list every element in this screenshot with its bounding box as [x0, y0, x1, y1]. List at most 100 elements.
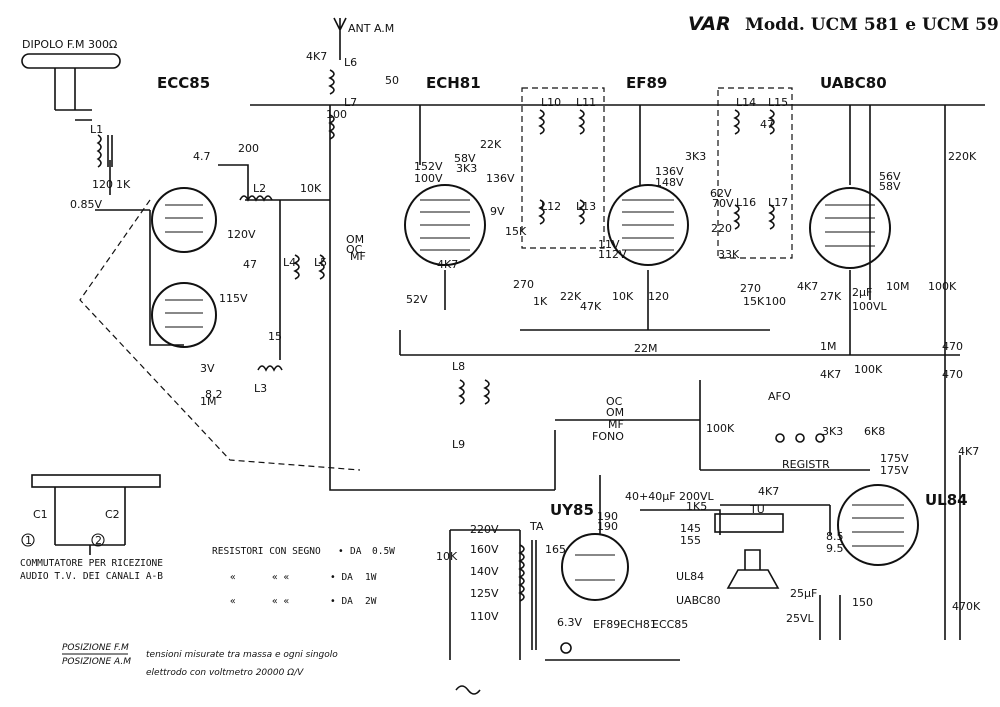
footer-pos-am: POSIZIONE A.M [62, 657, 131, 667]
component-label-70: 145 [680, 522, 701, 535]
legend-row-2-d: 1W [365, 572, 377, 583]
coil-label-2: L3 [254, 382, 267, 395]
component-label-80: 190 [597, 510, 618, 523]
switch-label-2: MF [608, 418, 624, 431]
tube-ecc85: ECC85 [151, 74, 217, 348]
legend-row-1-c: DA [350, 546, 362, 557]
component-label-61: 22M [634, 342, 658, 355]
brand-logo: VAR [688, 13, 731, 35]
pilot-lamp-icon [560, 642, 572, 654]
component-label-34: 148V [655, 176, 684, 189]
tube-ech81: ECH81 [404, 74, 486, 266]
tube-label-uabc80: UABC80 [820, 74, 887, 92]
model-title: Modd. UCM 581 e UCM 591 [745, 15, 1000, 35]
filament-label-0: UL84 [676, 570, 704, 583]
component-label-48: 56V [879, 170, 901, 183]
tube-label-ecc85: ECC85 [157, 74, 210, 92]
tube-ul84: UL84 [837, 484, 968, 566]
component-label-24: 15K [505, 225, 527, 238]
component-label-49: 58V [879, 180, 901, 193]
fono-jack-2[interactable] [795, 433, 805, 443]
component-label-67: 175V [880, 464, 909, 477]
fono-jack-1[interactable] [775, 433, 785, 443]
component-label-78: 4K7 [958, 445, 979, 458]
tube-label-ul84: UL84 [925, 491, 968, 509]
component-label-58: 1M [820, 340, 837, 353]
switch-label-4: O [782, 390, 791, 403]
component-label-18: 3K3 [456, 162, 477, 175]
component-label-66: 175V [880, 452, 909, 465]
component-label-13: 3V [200, 362, 215, 375]
commutatore-caption-1: COMMUTATORE PER RICEZIONE [20, 558, 163, 569]
footer-pos-fm: POSIZIONE F.M [62, 643, 129, 653]
component-label-11: 115V [219, 292, 248, 305]
component-label-32: OC [346, 243, 363, 256]
component-label-45: 15K [743, 295, 765, 308]
component-label-42: 220 [711, 222, 732, 235]
component-label-62: 470 [942, 368, 963, 381]
component-label-25: 1K [533, 295, 548, 308]
component-label-22: 100V [414, 172, 443, 185]
coil-label-5: L6 [344, 56, 357, 69]
cap-label-c1: C1 [33, 508, 48, 521]
coil-label-0: L1 [90, 123, 103, 136]
fm-tuner-boundary [79, 199, 361, 471]
coil-label-1: L2 [253, 182, 266, 195]
component-label-31: OM [346, 233, 364, 246]
coil-label-15: L16 [736, 196, 756, 209]
wiring [95, 104, 985, 661]
component-label-53: 27K [820, 290, 842, 303]
component-label-36: 70V [712, 197, 734, 210]
legend-row-2-a: « [230, 572, 236, 583]
if-can-2 [717, 87, 793, 259]
component-label-38: 112V [598, 248, 627, 261]
component-label-59: 100K [854, 363, 883, 376]
coil-label-6: L7 [344, 96, 357, 109]
component-label-77: 470K [952, 600, 981, 613]
legend-row-2-b: « « [272, 572, 289, 583]
component-label-52: 100VL [852, 300, 888, 313]
component-label-6: 1K [116, 178, 131, 191]
coil-label-4: L5 [314, 256, 327, 269]
switch-label-0: OC [606, 395, 623, 408]
registra-jack[interactable] [815, 433, 825, 443]
coil-label-11: L12 [541, 200, 561, 213]
tube-ef89: EF89 [607, 74, 689, 266]
am-antenna-icon [333, 17, 347, 60]
mark-2: 2 [95, 534, 102, 547]
dipole-feed [54, 68, 92, 121]
coil-label-3: L4 [283, 256, 296, 269]
tap-label-2: 140V [470, 565, 499, 578]
coil-label-12: L13 [576, 200, 596, 213]
tube-label-ech81: ECH81 [426, 74, 481, 92]
filament-label-3: ECH81 [620, 618, 657, 631]
switch-label-7: TU [749, 503, 765, 516]
component-label-0: 4K7 [306, 50, 327, 63]
legend-row-3-b: « « [272, 596, 289, 607]
component-label-30: MF [350, 250, 366, 263]
component-label-76: 150 [852, 596, 873, 609]
coil-label-14: L15 [768, 96, 788, 109]
filament-label-4: ECC85 [652, 618, 688, 631]
tap-label-4: 110V [470, 610, 499, 623]
switch-label-6: REGISTR [782, 458, 830, 471]
component-label-37: 11V [598, 238, 620, 251]
component-label-65: 6K8 [864, 425, 885, 438]
component-label-27: 47K [580, 300, 602, 313]
coil-label-13: L14 [736, 96, 756, 109]
coil-symbols [96, 69, 775, 650]
switch-label-1: OM [606, 406, 624, 419]
component-label-14: 8.2 [205, 388, 223, 401]
switch-label-8: TA [529, 520, 544, 533]
filament-label-2: EF89 [593, 618, 620, 631]
component-label-15: 1M [200, 395, 217, 408]
tube-label-uy85: UY85 [550, 501, 594, 519]
footer-note-1: tensioni misurate tra massa e ogni singo… [146, 650, 338, 660]
coil-label-16: L17 [768, 196, 788, 209]
output-transformer-tu [714, 513, 784, 533]
legend-row-3-c: • DA [330, 596, 353, 607]
component-label-12: 15 [268, 330, 282, 343]
